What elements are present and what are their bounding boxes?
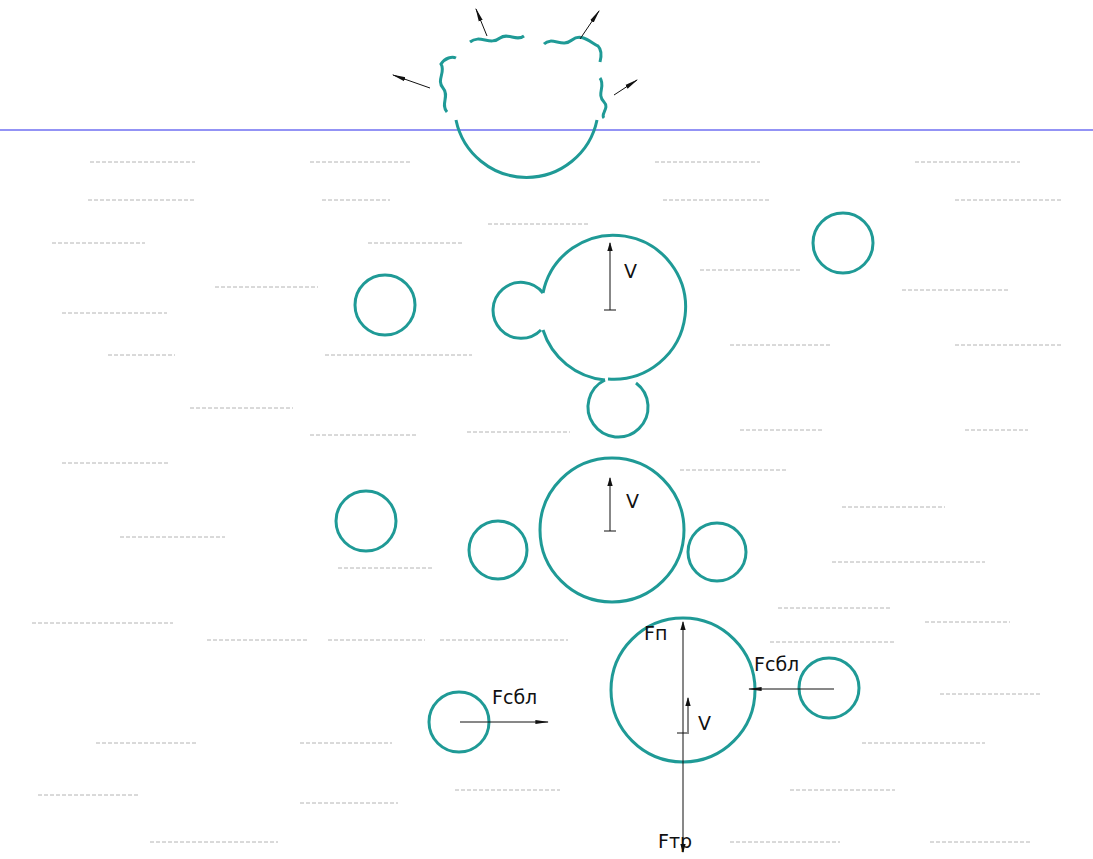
center-tick — [677, 733, 689, 734]
hatch-line — [120, 537, 225, 538]
hatch-line — [32, 623, 173, 624]
particle — [799, 658, 859, 718]
particle — [688, 523, 746, 581]
hatch-line — [310, 435, 418, 436]
film-fragment — [544, 37, 601, 62]
hatch-line — [96, 743, 198, 744]
hatch-line — [940, 694, 1042, 695]
hatch-line — [730, 842, 840, 843]
hatch-line — [663, 200, 770, 201]
hatch-line — [62, 463, 168, 464]
hatch-line — [770, 642, 895, 643]
bubble — [543, 235, 686, 379]
velocity-arrow — [688, 698, 689, 732]
hatch-line — [328, 640, 425, 641]
center-tick — [604, 310, 616, 311]
hatch-line — [215, 287, 318, 288]
particle — [355, 275, 415, 335]
liquid-hatching — [32, 162, 1062, 842]
hatch-line — [790, 790, 895, 791]
hatch-line — [832, 562, 985, 563]
hatch-line — [467, 432, 570, 433]
vector-label: Fтр — [658, 832, 692, 851]
bubbles — [336, 36, 873, 762]
particle-attached — [588, 380, 648, 437]
hatch-line — [730, 345, 830, 346]
fragment-arrow — [476, 9, 487, 36]
velocity-arrow — [610, 478, 611, 531]
hatch-line — [310, 162, 412, 163]
film-fragment — [440, 57, 456, 112]
film-fragment — [470, 36, 524, 42]
hatch-line — [325, 355, 472, 356]
hatch-line — [925, 622, 1010, 623]
hatch-line — [965, 430, 1028, 431]
force-arrow — [683, 690, 684, 852]
hatch-line — [700, 270, 802, 271]
bubble — [541, 330, 608, 379]
velocity-arrow — [610, 243, 611, 310]
hatch-line — [902, 290, 1008, 291]
hatch-line — [90, 162, 195, 163]
hatch-line — [88, 200, 195, 201]
vector-label: Fсбл — [754, 655, 799, 674]
vector-label: Fп — [644, 624, 667, 643]
fragment-arrow — [580, 11, 599, 39]
particle — [813, 213, 873, 273]
hatch-line — [150, 842, 278, 843]
force-arrow — [749, 689, 834, 690]
hatch-line — [300, 743, 392, 744]
hatch-line — [655, 162, 760, 163]
vector-label: V — [626, 492, 639, 511]
fragment-arrow — [393, 75, 430, 88]
hatch-line — [322, 200, 390, 201]
bubble — [543, 330, 605, 380]
hatch-line — [842, 507, 945, 508]
hatch-line — [52, 243, 145, 244]
center-tick — [604, 531, 616, 532]
vector-label: V — [624, 262, 637, 281]
hatch-line — [207, 640, 308, 641]
hatch-line — [300, 803, 398, 804]
vector-label: Fсбл — [492, 688, 537, 707]
bursting-bubble — [456, 120, 597, 177]
hatch-line — [38, 795, 140, 796]
particle — [336, 491, 396, 551]
hatch-line — [740, 430, 822, 431]
hatch-line — [368, 243, 462, 244]
hatch-line — [955, 345, 1062, 346]
vector-label: V — [698, 714, 711, 733]
hatch-line — [862, 743, 985, 744]
hatch-line — [108, 355, 175, 356]
hatch-line — [930, 842, 1032, 843]
hatch-line — [338, 568, 432, 569]
particle — [469, 521, 527, 579]
hatch-line — [955, 200, 1062, 201]
fragment-arrow — [614, 80, 637, 95]
force-arrow — [683, 622, 684, 690]
hatch-line — [915, 162, 1020, 163]
vectors — [393, 9, 834, 852]
hatch-line — [488, 224, 590, 225]
hatch-line — [778, 608, 890, 609]
hatch-line — [680, 470, 786, 471]
hatch-line — [62, 313, 167, 314]
bubble — [540, 458, 684, 602]
particle-attached — [493, 282, 543, 338]
hatch-line — [455, 790, 560, 791]
hatch-line — [190, 408, 293, 409]
force-arrow — [460, 722, 548, 723]
hatch-line — [440, 640, 568, 641]
liquid-surface — [0, 129, 1093, 130]
film-fragment — [600, 78, 606, 118]
